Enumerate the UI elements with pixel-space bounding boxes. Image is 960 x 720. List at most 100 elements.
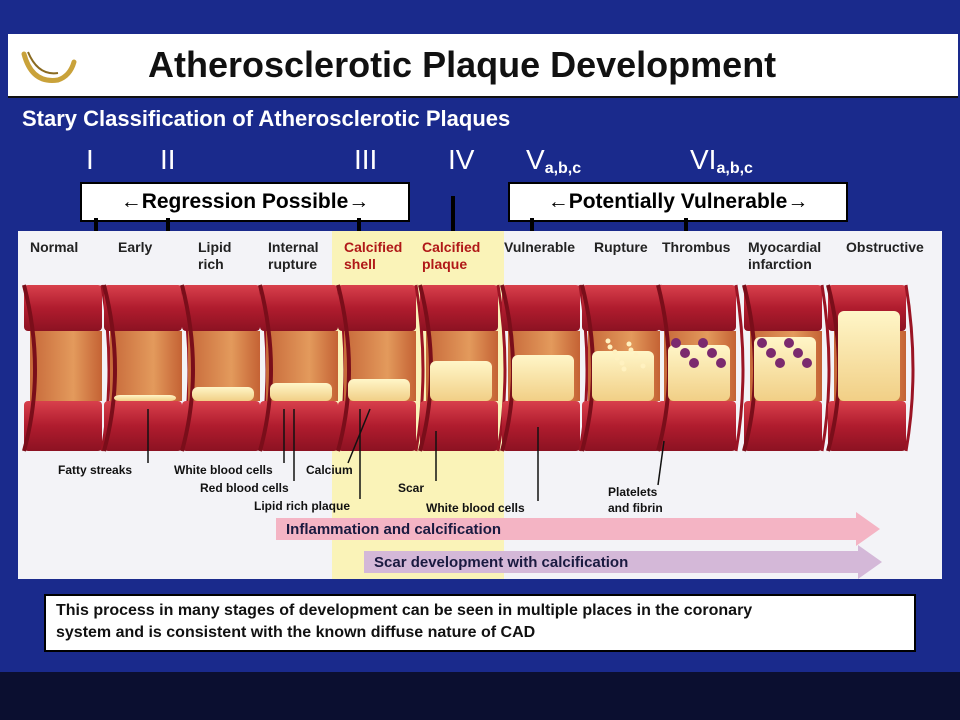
vessel-wall-top-calcified-plaque bbox=[420, 285, 498, 331]
footer-line-2: system and is consistent with the known … bbox=[56, 624, 536, 641]
clot-cell-thrombus bbox=[707, 348, 717, 358]
annotation-white-blood-cells-2: White blood cells bbox=[426, 501, 525, 515]
right-arrow-icon: → bbox=[787, 190, 809, 213]
clot-cell-myocardial-infarction bbox=[775, 358, 785, 368]
vessel-label-early: Early bbox=[118, 239, 153, 255]
vessel-front-edge-calcified-shell bbox=[336, 284, 351, 452]
vessel-label-thrombus: Thrombus bbox=[662, 239, 731, 255]
page-title: Atherosclerotic Plaque Development bbox=[148, 44, 777, 85]
vessel-back-edge-calcified-shell bbox=[414, 284, 425, 452]
progression-arrows bbox=[276, 512, 882, 579]
vessel-wall-bottom-thrombus bbox=[658, 401, 736, 451]
vessel-lumen-normal bbox=[30, 331, 102, 401]
clot-cell-myocardial-infarction bbox=[766, 348, 776, 358]
footer-line-1: This process in many stages of developme… bbox=[56, 602, 753, 619]
clot-cell-myocardial-infarction bbox=[793, 348, 803, 358]
rupture-debris bbox=[621, 366, 627, 372]
vessel-label-calcified-shell: Calcified shell bbox=[344, 239, 403, 272]
vessel-wall-top-lipid-rich bbox=[182, 285, 260, 331]
potentially-vulnerable-box: ← Potentially Vulnerable → bbox=[508, 182, 848, 222]
bottom-band bbox=[0, 672, 960, 720]
rupture-debris bbox=[619, 360, 625, 366]
vessel-label-internal-rupture: Internal rupture bbox=[268, 239, 319, 272]
vessel-front-edge-early bbox=[102, 284, 117, 452]
vessel-label-normal: Normal bbox=[30, 239, 79, 255]
stage-label-4: IV bbox=[448, 144, 475, 175]
vessel-wall-top-rupture bbox=[582, 285, 660, 331]
annotation-scar: Scar bbox=[398, 481, 425, 495]
vessel-wall-top-normal bbox=[24, 285, 102, 331]
vulnerable-label: Potentially Vulnerable bbox=[568, 190, 788, 213]
footer-note: This process in many stages of developme… bbox=[44, 594, 916, 652]
vessel-wall-bottom-early bbox=[104, 401, 182, 451]
rupture-debris bbox=[614, 355, 620, 361]
vessel-lumen-early bbox=[110, 331, 182, 401]
vessel-front-edge-lipid-rich bbox=[180, 284, 195, 452]
vessel-front-edge-normal bbox=[22, 284, 37, 452]
left-arrow-icon: ← bbox=[120, 190, 142, 213]
vessel-wall-bottom-lipid-rich bbox=[182, 401, 260, 451]
vessel-plaque-early bbox=[114, 395, 176, 401]
stage-label-2: II bbox=[160, 144, 176, 175]
annotation-red-blood-cells: Red blood cells bbox=[200, 481, 289, 495]
vessel-wall-top-internal-rupture bbox=[260, 285, 338, 331]
rupture-debris bbox=[626, 341, 632, 347]
vessel-plaque-obstructive bbox=[838, 311, 900, 401]
vessel-wall-bottom-internal-rupture bbox=[260, 401, 338, 451]
right-arrow-icon: → bbox=[348, 190, 370, 213]
vessel-label-obstructive: Obstructive bbox=[846, 239, 924, 255]
vessel-plaque-calcified-plaque bbox=[430, 361, 492, 401]
annotation-calcium: Calcium bbox=[306, 463, 353, 477]
vessel-wall-top-myocardial-infarction bbox=[744, 285, 822, 331]
vessel-wall-bottom-vulnerable bbox=[502, 401, 580, 451]
vessel-label-myocardial-infarction: Myocardial infarction bbox=[748, 239, 822, 272]
stage-5-main: V bbox=[526, 144, 545, 175]
clot-cell-thrombus bbox=[698, 338, 708, 348]
clot-cell-myocardial-infarction bbox=[757, 338, 767, 348]
vessel-wall-top-early bbox=[104, 285, 182, 331]
vessel-wall-bottom-myocardial-infarction bbox=[744, 401, 822, 451]
annotation-platelets: Platelets bbox=[608, 485, 658, 499]
rupture-debris bbox=[605, 338, 611, 344]
illustration-panel: Normal Early Lipid rich Internal rupture… bbox=[18, 231, 942, 579]
leader-calcium bbox=[347, 408, 371, 464]
clot-cell-thrombus bbox=[716, 358, 726, 368]
vessel-illustrations bbox=[22, 284, 915, 452]
scar-arrow bbox=[364, 545, 882, 579]
vessel-label-lipid-rich: Lipid rich bbox=[198, 239, 232, 272]
stage-label-5: Va,b,c bbox=[526, 144, 581, 177]
stage-6-sub: a,b,c bbox=[716, 160, 753, 177]
leader-platelets bbox=[657, 440, 665, 486]
vessel-back-edge-calcified-plaque bbox=[496, 284, 507, 452]
regression-possible-box: ← Regression Possible → bbox=[80, 182, 410, 222]
vessel-plaque-rupture bbox=[592, 351, 654, 401]
annotation-white-blood-cells: White blood cells bbox=[174, 463, 273, 477]
annotation-and-fibrin: and fibrin bbox=[608, 501, 663, 515]
pointer-arrows bbox=[84, 196, 698, 265]
clot-cell-myocardial-infarction bbox=[802, 358, 812, 368]
vessel-wall-bottom-calcified-plaque bbox=[420, 401, 498, 451]
clot-cell-thrombus bbox=[671, 338, 681, 348]
inflammation-arrow bbox=[276, 512, 880, 546]
vessel-back-edge-obstructive bbox=[904, 284, 915, 452]
vessel-label-vulnerable: Vulnerable bbox=[504, 239, 576, 255]
annotation-fatty-streaks: Fatty streaks bbox=[58, 463, 133, 477]
clot-cell-thrombus bbox=[689, 358, 699, 368]
rupture-debris bbox=[607, 344, 613, 350]
annotation-lipid-rich-plaque: Lipid rich plaque bbox=[254, 499, 351, 513]
vessel-plaque-lipid-rich bbox=[192, 387, 254, 401]
scar-band-label: Scar development with calcification bbox=[374, 553, 629, 571]
vessel-plaque-vulnerable bbox=[512, 355, 574, 401]
vessel-back-edge-thrombus bbox=[734, 284, 745, 452]
vessel-wall-bottom-normal bbox=[24, 401, 102, 451]
vessel-label-calcified-plaque: Calcified plaque bbox=[422, 239, 481, 272]
vessel-wall-bottom-rupture bbox=[582, 401, 660, 451]
annotation-leader-lines bbox=[147, 408, 665, 501]
vessel-wall-bottom-obstructive bbox=[828, 401, 906, 451]
rupture-debris bbox=[640, 363, 646, 369]
vessel-wall-top-vulnerable bbox=[502, 285, 580, 331]
stage-label-6: VIa,b,c bbox=[690, 144, 753, 177]
inflammation-band-label: Inflammation and calcification bbox=[286, 520, 502, 538]
title-bar: Atherosclerotic Plaque Development bbox=[8, 34, 958, 98]
regression-label: Regression Possible bbox=[141, 190, 349, 213]
